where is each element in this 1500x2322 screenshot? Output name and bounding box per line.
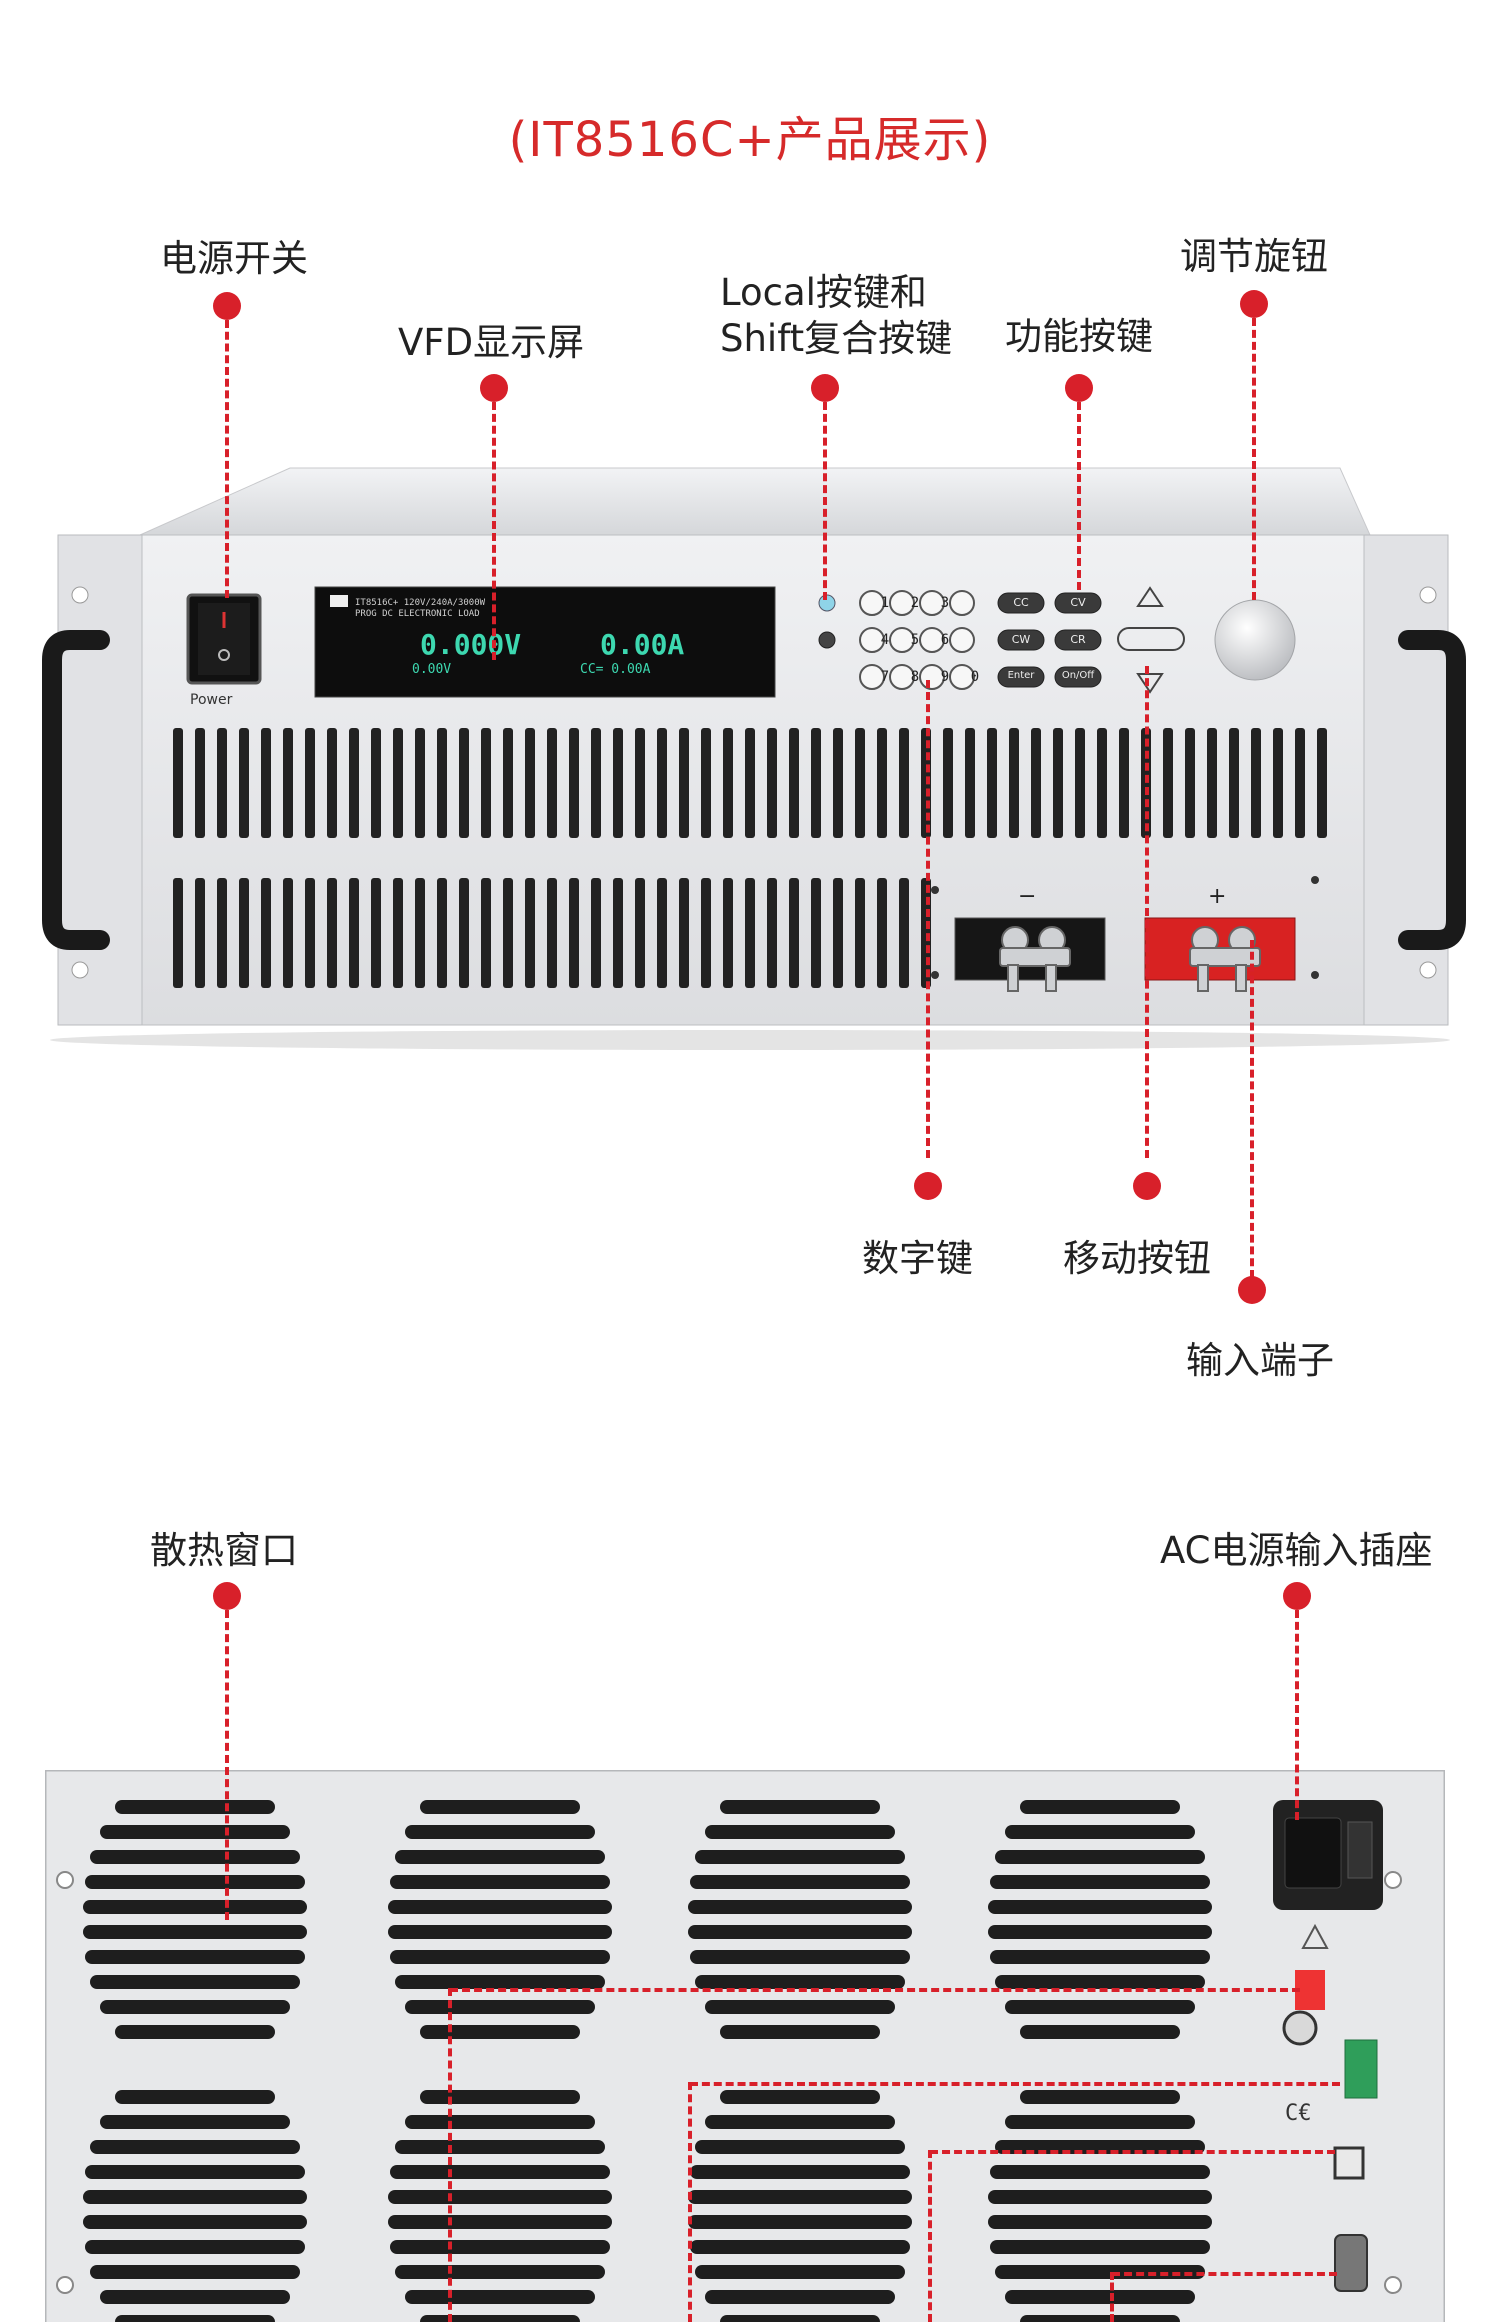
label-local-shift-line2: Shift复合按键 (720, 317, 953, 360)
label-local-shift: Local按键和 Shift复合按键 (720, 270, 952, 362)
callout-line-local (823, 402, 827, 600)
callout-vline-2 (688, 2082, 692, 2322)
key-7[interactable]: 7 (880, 669, 890, 685)
label-vfd-display: VFD显示屏 (398, 321, 585, 364)
svg-text:C€: C€ (1285, 2101, 1312, 2126)
callout-hline-3 (930, 2150, 1335, 2154)
callout-line-vfd (492, 402, 496, 660)
terminal-minus-label: − (1018, 884, 1037, 909)
callout-dot-power (213, 292, 241, 320)
label-local-shift-line1: Local按键和 (720, 271, 927, 314)
display-model-line1: IT8516C+ 120V/240A/3000W (355, 598, 486, 608)
callout-hline-2 (690, 2082, 1340, 2086)
key-1[interactable]: 1 (880, 595, 890, 611)
callout-line-move (1145, 666, 1149, 1158)
key-2[interactable]: 2 (910, 595, 920, 611)
callout-dot-numeric (914, 1172, 942, 1200)
display-cc-small: CC= 0.00A (580, 662, 651, 677)
key-4[interactable]: 4 (880, 632, 890, 648)
key-enter[interactable]: Enter (1007, 670, 1035, 681)
key-cr[interactable]: CR (1070, 633, 1086, 646)
upper-vents (173, 728, 1327, 838)
callout-dot-function (1065, 374, 1093, 402)
key-9[interactable]: 9 (940, 669, 950, 685)
label-ac-socket: AC电源输入插座 (1160, 1529, 1433, 1572)
key-5[interactable]: 5 (910, 632, 920, 648)
callout-dot-knob (1240, 290, 1268, 318)
label-numeric-keys: 数字键 (862, 1237, 973, 1280)
callout-line-heat-vents (225, 1610, 229, 1920)
label-power-switch: 电源开关 (160, 237, 308, 280)
key-cv[interactable]: CV (1070, 596, 1086, 609)
key-6[interactable]: 6 (940, 632, 950, 648)
front-panel-image (42, 467, 1466, 1050)
key-0[interactable]: 0 (970, 669, 980, 685)
label-move-buttons: 移动按钮 (1063, 1237, 1211, 1280)
key-cc[interactable]: CC (1013, 596, 1029, 609)
callout-line-knob (1252, 318, 1256, 600)
page-title: (IT8516C+产品展示) (508, 112, 992, 168)
terminal-plus-label: + (1208, 884, 1227, 909)
rear-panel-image: C€ (45, 1770, 1445, 2322)
display-current: 0.00A (600, 628, 685, 661)
callout-hline-4 (1112, 2272, 1337, 2276)
callout-hline-1 (450, 1988, 1300, 1992)
callout-line-function (1077, 402, 1081, 590)
callout-vline-1 (448, 1988, 452, 2322)
label-heat-vents: 散热窗口 (150, 1529, 298, 1572)
callout-dot-heat-vents (213, 1582, 241, 1610)
callout-dot-terminals (1238, 1276, 1266, 1304)
callout-dot-local (811, 374, 839, 402)
callout-line-ac-socket (1295, 1610, 1299, 1820)
key-8[interactable]: 8 (910, 669, 920, 685)
display-model-info: IT8516C+ 120V/240A/3000W PROG DC ELECTRO… (355, 598, 485, 620)
lower-vents (173, 878, 931, 988)
display-voltage-small: 0.00V (412, 662, 452, 677)
key-cw[interactable]: CW (1011, 633, 1031, 646)
label-function-keys: 功能按键 (1005, 315, 1153, 358)
display-model-line2: PROG DC ELECTRONIC LOAD (355, 609, 480, 619)
display-voltage: 0.000V (420, 628, 522, 661)
callout-line-numeric (926, 680, 930, 1158)
power-text: Power (190, 692, 233, 708)
key-3[interactable]: 3 (940, 595, 950, 611)
callout-line-terminals (1250, 940, 1254, 1278)
label-input-terminals: 输入端子 (1186, 1339, 1334, 1382)
callout-vline-3 (928, 2150, 932, 2322)
key-on-off[interactable]: On/Off (1061, 670, 1095, 681)
callout-dot-vfd (480, 374, 508, 402)
callout-dot-move (1133, 1172, 1161, 1200)
callout-vline-4 (1110, 2272, 1114, 2322)
callout-dot-ac-socket (1283, 1582, 1311, 1610)
callout-line-power (225, 320, 229, 598)
label-adjust-knob: 调节旋钮 (1180, 235, 1328, 278)
